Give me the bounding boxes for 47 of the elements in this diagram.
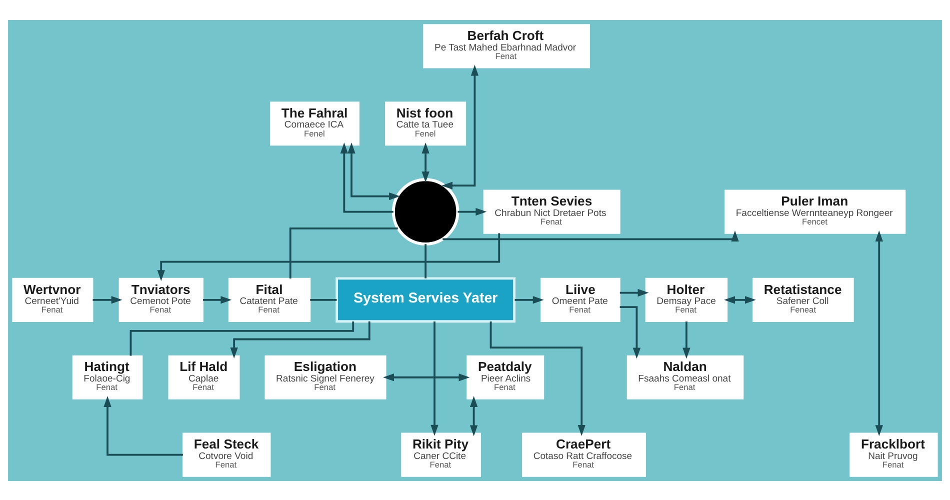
node-box: Naldan Fsaahs Comeasl onat Fenat — [626, 354, 744, 399]
arrow — [682, 321, 690, 358]
arrow — [157, 232, 500, 281]
arrow — [458, 207, 487, 216]
node-box: Berfah Croft Pe Tast Mahed Ebarhnad Madvor Fenat — [423, 24, 590, 68]
arrow — [348, 142, 400, 200]
node-box: Liive Omeent Pate Fenat — [540, 277, 620, 322]
arrow — [422, 142, 430, 182]
connector — [130, 320, 354, 356]
node-box: Hatingt Folaoe-Cig Fenat — [72, 354, 143, 399]
connector — [424, 244, 427, 278]
node-box: Nist foon Catte ta Tuee Fenel — [385, 101, 466, 146]
arrow — [620, 306, 641, 358]
node-box: Tnviators Cemenot Pote Fenat — [118, 277, 204, 322]
arrow — [442, 230, 739, 241]
arrow — [620, 288, 649, 296]
arrow — [92, 296, 122, 304]
arrow — [514, 296, 544, 304]
arrow — [340, 142, 394, 212]
arrow — [442, 64, 479, 189]
arrow — [203, 296, 232, 304]
arrow — [230, 320, 370, 358]
arrow — [470, 396, 478, 436]
node-box: Esligation Ratsnic Signel Fenerey Fenat — [264, 354, 386, 399]
node-box: Puler Iman Facceltiense Wernnteaneyp Rongeer Fencet — [724, 189, 906, 234]
node-box: Lif Hald Caplae Fenat — [168, 354, 240, 399]
connector — [289, 227, 398, 278]
node-box: Peatdaly Pieer Aclins Fenat — [466, 354, 544, 399]
arrow — [724, 296, 756, 304]
node-box: The Fahral Comaece ICA Fenel — [270, 101, 360, 146]
node-box: Feal Steck Cotvore Void Fenat — [182, 432, 271, 476]
node-circle — [392, 178, 460, 245]
node-box: Fital Catatent Pate Fenat — [228, 277, 311, 322]
node-box: Rikit Pity Caner CCite Fenat — [401, 432, 481, 476]
node-box: Tnten Sevies Chrabun Nict Dretaer Pots Fenat — [483, 189, 620, 234]
node-box: Retatistance Safener Coll Feneat — [752, 277, 854, 322]
connector — [310, 298, 337, 300]
arrow — [430, 320, 438, 436]
arrow — [104, 396, 183, 456]
arrow — [383, 373, 470, 381]
node-box: Holter Demsay Pace Fenat — [645, 277, 728, 322]
arrow — [490, 321, 586, 436]
node-box: Fracklbort Nait Pruvog Fenat — [850, 432, 938, 476]
node-box: Wertvnor Cerneet'Yuid Fenat — [12, 277, 94, 322]
arrow — [875, 230, 883, 436]
node-box: CraePert Cotaso Ratt Craffocose Fenat — [522, 432, 646, 476]
node-box: System Servies Yater — [336, 276, 516, 322]
